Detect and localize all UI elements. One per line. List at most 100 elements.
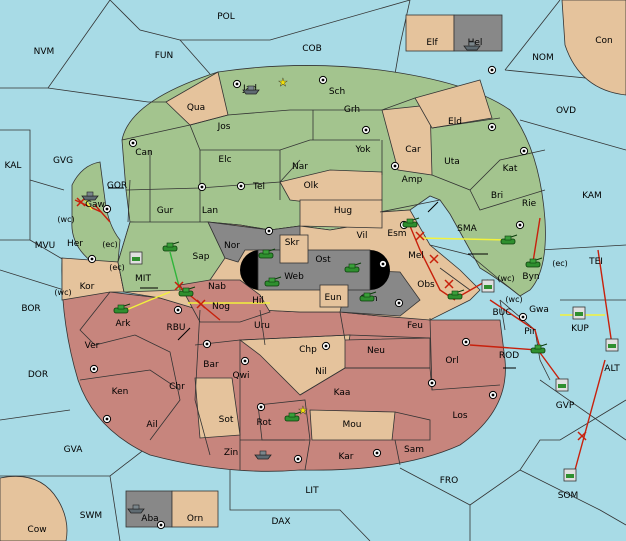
- land_labels-label-feu: Feu: [407, 321, 423, 331]
- land_labels-label-sap: Sap: [193, 252, 210, 262]
- fleet-unit-icon[interactable]: [463, 41, 481, 51]
- army-unit-icon[interactable]: [178, 286, 196, 297]
- region-gaw-her: [71, 161, 121, 263]
- supply-center-icon: [197, 182, 207, 192]
- sea_labels-label-kal: KAL: [5, 161, 22, 171]
- supply-center-icon: [256, 402, 266, 412]
- sea_labels-label-con: Con: [595, 36, 613, 46]
- supply-center-icon: [173, 305, 183, 315]
- supply-center-icon: [372, 448, 382, 458]
- region-eld-border: [414, 79, 493, 129]
- supply-center-icon: [318, 75, 328, 85]
- dislodged-unit-icon[interactable]: [605, 338, 619, 352]
- land_labels-label-olk: Olk: [304, 181, 320, 191]
- army-unit-icon[interactable]: [258, 248, 276, 259]
- fleet-unit-icon[interactable]: [242, 85, 260, 95]
- failed-move-marks: [76, 197, 587, 441]
- dislodged-unit-icon[interactable]: [555, 378, 569, 392]
- sea_labels-label-ovd: OVD: [556, 106, 576, 116]
- land_labels-label-orl: Orl: [445, 356, 458, 366]
- coast_labels-label-wc: (wc): [497, 274, 514, 283]
- land_labels-label-ost: Ost: [315, 255, 331, 265]
- land_labels-label-neu: Neu: [367, 346, 385, 356]
- supply-center-icon: [264, 226, 274, 236]
- army-unit-icon[interactable]: [284, 411, 302, 422]
- sea_labels-label-buc: BUC: [492, 308, 511, 318]
- land_labels-label-mel: Mel: [408, 251, 424, 261]
- army-unit-icon[interactable]: [113, 303, 131, 314]
- region-skr: [279, 234, 309, 264]
- army-unit-icon[interactable]: [402, 217, 420, 228]
- land_labels-label-her: Her: [67, 239, 83, 249]
- fleet-unit-icon[interactable]: [81, 191, 99, 201]
- fleet-unit-icon[interactable]: [254, 450, 272, 460]
- land_labels-label-mou: Mou: [343, 420, 362, 430]
- sea_labels-label-pol: POL: [217, 12, 235, 22]
- land_labels-label-kup: KUP: [571, 324, 589, 334]
- land_labels-label-lan: Lan: [202, 206, 218, 216]
- adjacency-arrows: [108, 187, 516, 369]
- island-elf: [405, 14, 455, 52]
- sea_labels-label-mit: MIT: [135, 274, 151, 284]
- land_labels-label-nor: Nor: [224, 241, 240, 251]
- coast_labels-label-ec: (ec): [102, 240, 118, 249]
- supply-center-icon: [156, 520, 166, 530]
- supply-center-icon: [102, 414, 112, 424]
- army-unit-icon[interactable]: [162, 241, 180, 252]
- coast_labels-label-ec: (ec): [552, 259, 568, 268]
- army-unit-icon[interactable]: [525, 257, 543, 268]
- land_labels-label-obs: Obs: [417, 280, 435, 290]
- land_labels-label-bar: Bar: [203, 360, 219, 370]
- land_labels-label-eun: Eun: [324, 293, 341, 303]
- dislodged-unit-icon[interactable]: [572, 306, 586, 320]
- supply-center-icon: [202, 339, 212, 349]
- army-unit-icon[interactable]: [500, 234, 518, 245]
- army-unit-icon[interactable]: [447, 289, 465, 300]
- star-icon: ★: [298, 404, 308, 417]
- fleet-unit-icon[interactable]: [127, 504, 145, 514]
- supply-center-icon: [240, 356, 250, 366]
- move-orders: [74, 199, 613, 471]
- supply-center-icon: [515, 220, 525, 230]
- sea_labels-label-bor: BOR: [21, 304, 40, 314]
- sea_labels-label-swm: SWM: [80, 511, 102, 521]
- land_labels-label-nil: Nil: [315, 367, 327, 377]
- region-eun: [319, 284, 349, 308]
- supply-center-icon: [87, 254, 97, 264]
- dislodged-unit-icon[interactable]: [129, 251, 143, 265]
- coast_labels-label-wc: (wc): [54, 288, 71, 297]
- land_labels-label-ark: Ark: [115, 319, 131, 329]
- island-hel: [453, 14, 503, 52]
- land_labels-label-nar: Nar: [292, 162, 308, 172]
- land_labels-label-chr: Chr: [169, 382, 185, 392]
- land_labels-label-kat: Kat: [503, 164, 518, 174]
- sea_labels-label-gor: GOR: [107, 181, 127, 191]
- sea_labels-label-fun: FUN: [155, 51, 174, 61]
- land_labels-label-som: SOM: [558, 491, 579, 501]
- land_labels-label-rot: Rot: [257, 418, 272, 428]
- army-unit-icon[interactable]: [359, 291, 377, 302]
- region-sot: [194, 377, 241, 439]
- sea_labels-label-fro: FRO: [440, 476, 459, 486]
- army-unit-icon[interactable]: [264, 276, 282, 287]
- land_labels-label-yok: Yok: [354, 145, 371, 155]
- army-unit-icon[interactable]: [530, 343, 548, 354]
- land_labels-label-amp: Amp: [402, 175, 423, 185]
- supply-center-icon: [321, 341, 331, 351]
- land_labels-label-gvp: GVP: [556, 401, 575, 411]
- land_labels-label-rie: Rie: [522, 199, 537, 209]
- sea_labels-label-nvm: NVM: [34, 47, 55, 57]
- dislodged-unit-icon[interactable]: [481, 279, 495, 293]
- sea_labels-label-dax: DAX: [271, 517, 290, 527]
- army-unit-icon[interactable]: [344, 262, 362, 273]
- land_labels-label-chp: Chp: [299, 345, 317, 355]
- dislodged-unit-icon[interactable]: [563, 468, 577, 482]
- cow-land: [0, 475, 68, 541]
- land_labels-label-skr: Skr: [285, 238, 300, 248]
- land_labels-label-sot: Sot: [219, 415, 234, 425]
- land_labels-label-zin: Zin: [224, 448, 238, 458]
- land_labels-label-nog: Nog: [212, 302, 230, 312]
- land_labels-label-hug: Hug: [334, 206, 352, 216]
- land_labels-label-tel: Tel: [252, 182, 265, 192]
